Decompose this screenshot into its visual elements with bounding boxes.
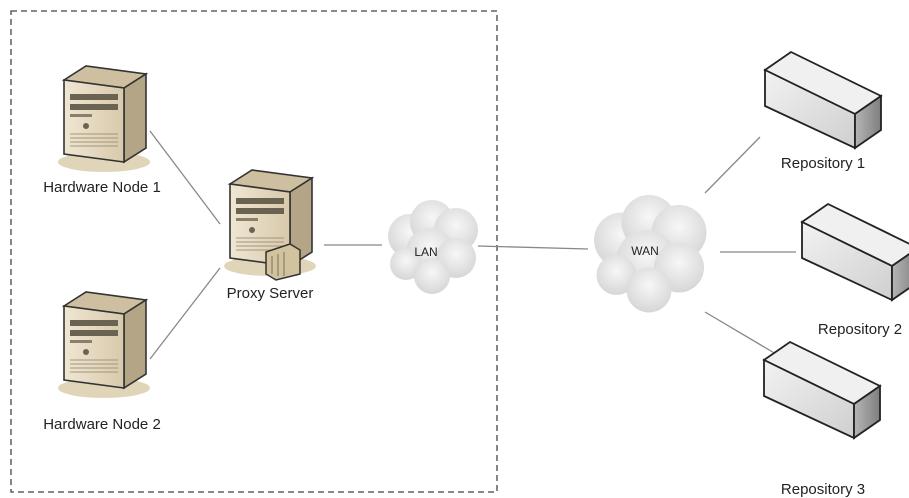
- repository-3-label: Repository 3: [781, 481, 865, 498]
- server-icon: [57, 291, 151, 399]
- wan-cloud[interactable]: WAN: [594, 195, 707, 313]
- hardware-node-1-label: Hardware Node 1: [43, 179, 161, 196]
- proxy-server-label: Proxy Server: [227, 285, 314, 302]
- proxy-server[interactable]: Proxy Server: [223, 169, 317, 302]
- connection-lines: [149, 130, 796, 360]
- local-network-boundary: [10, 10, 498, 493]
- repository-box-icon: [801, 203, 909, 301]
- link-wan-repo3: [704, 311, 777, 355]
- repository-1[interactable]: Repository 1: [764, 51, 882, 172]
- link-lan-wan: [477, 245, 589, 250]
- hardware-node-2-label: Hardware Node 2: [43, 416, 161, 433]
- repository-2[interactable]: Repository 2: [801, 203, 909, 338]
- wan-label: WAN: [631, 244, 659, 258]
- hardware-node-2[interactable]: Hardware Node 2: [43, 291, 161, 433]
- repository-1-label: Repository 1: [781, 155, 865, 172]
- server-icon: [57, 65, 151, 173]
- repository-3[interactable]: Repository 3: [763, 341, 881, 498]
- lan-cloud[interactable]: LAN: [388, 200, 478, 294]
- repository-2-label: Repository 2: [818, 321, 902, 338]
- repository-box-icon: [763, 341, 881, 439]
- link-wan-repo1: [704, 136, 761, 194]
- link-node2-proxy: [149, 267, 221, 360]
- repository-box-icon: [764, 51, 882, 149]
- link-node1-proxy: [149, 130, 221, 225]
- proxy-shield-icon: [265, 243, 301, 281]
- lan-label: LAN: [414, 245, 437, 259]
- hardware-node-1[interactable]: Hardware Node 1: [43, 65, 161, 196]
